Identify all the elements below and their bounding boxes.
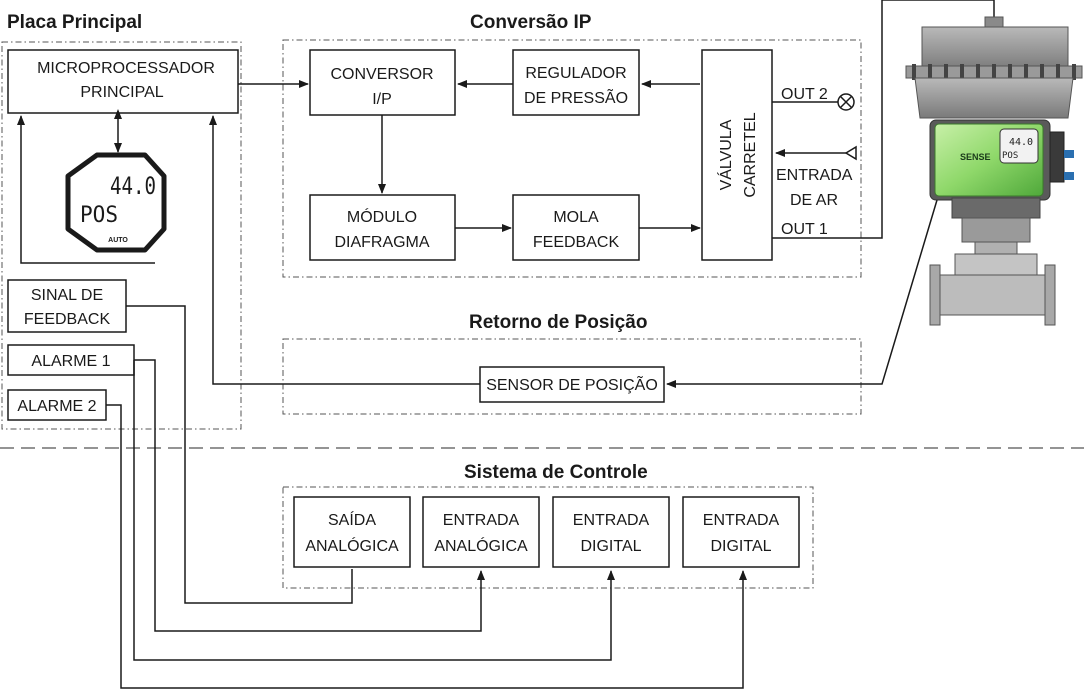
feedback-signal-block [7, 279, 127, 333]
diaphragm-module-block [309, 194, 456, 261]
diaphragm-module-label-line1: MÓDULO [347, 207, 417, 226]
wire-alarm1-to-analog-input [134, 359, 485, 632]
section-title-ip-conversion: Conversão IP [470, 12, 592, 33]
digital-input-2-block [682, 496, 800, 568]
section-title-main-board: Placa Principal [7, 12, 142, 33]
section-title-position-return: Retorno de Posição [469, 312, 647, 333]
out2-exhaust-cross-b [839, 95, 853, 109]
position-sensor-label: SENSOR DE POSIÇÃO [486, 374, 658, 394]
ip-converter-block [309, 49, 456, 116]
control-system-frame [282, 486, 814, 589]
ip-converter-label-line1: CONVERSOR [330, 66, 433, 83]
analog-input-block [422, 496, 540, 568]
feedback-spring-label-line2: FEEDBACK [533, 234, 620, 251]
analog-output-block [293, 496, 411, 568]
ip-conversion-frame [282, 39, 862, 278]
air-inlet-label-line2: DE AR [790, 192, 838, 209]
microprocessor-label-line2: PRINCIPAL [80, 84, 163, 101]
digital-input-1-block [552, 496, 670, 568]
arrow-return-to-micro-left [17, 115, 155, 264]
alarm-2-label: ALARME 2 [17, 398, 96, 415]
port-out2-label: OUT 2 [781, 86, 828, 103]
analog-output-label-line1: SAÍDA [328, 510, 376, 529]
position-return-frame [282, 338, 862, 415]
valve-positioner-device: 44.0 POS SENSE [905, 16, 1083, 326]
pressure-regulator-label-line2: DE PRESSÃO [524, 87, 628, 107]
spool-valve-label-line1: VÁLVULA [716, 119, 735, 190]
alarm-1-block [7, 344, 135, 376]
wire-feedback-to-analog-output [126, 305, 353, 604]
feedback-spring-block [512, 194, 640, 261]
air-inlet-label-line1: ENTRADA [776, 167, 853, 184]
microprocessor-block [7, 49, 239, 114]
analog-output-label-line2: ANALÓGICA [305, 536, 399, 555]
pressure-regulator-label-line1: REGULADOR [525, 65, 626, 82]
port-out1-label: OUT 1 [781, 221, 828, 238]
air-inlet-symbol [844, 145, 857, 161]
feedback-signal-label-line2: FEEDBACK [24, 311, 111, 328]
section-title-control-system: Sistema de Controle [464, 462, 648, 483]
arrow-sensor-to-micro [209, 115, 480, 385]
display-value: 44.0 [110, 172, 156, 200]
device-display-mode: POS [1002, 151, 1018, 161]
digital-input-2-label-line1: ENTRADA [703, 512, 780, 529]
device-display-value: 44.0 [1009, 137, 1033, 148]
microprocessor-label-line1: MICROPROCESSADOR [37, 60, 215, 77]
arrow-device-to-sensor [666, 189, 941, 388]
device-brand: SENSE [960, 152, 991, 162]
spool-valve-block [701, 49, 773, 261]
pressure-regulator-block [512, 49, 640, 116]
display-mode: POS [80, 203, 118, 228]
display-status: AUTO [108, 237, 128, 244]
alarm-1-label: ALARME 1 [31, 353, 110, 370]
ip-converter-label-line2: I/P [372, 91, 392, 108]
spool-valve-label-line2: CARRETEL [742, 112, 759, 197]
feedback-signal-label-line1: SINAL DE [31, 287, 103, 304]
digital-input-1-label-line1: ENTRADA [573, 512, 650, 529]
digital-input-1-label-line2: DIGITAL [580, 538, 641, 555]
out1-line [772, 0, 995, 239]
wire-alarm2-to-digital-input-2 [106, 404, 747, 689]
digital-input-2-label-line2: DIGITAL [710, 538, 771, 555]
analog-input-label-line1: ENTRADA [443, 512, 520, 529]
wire-alarm1b-to-digital-input-1 [133, 360, 615, 661]
analog-input-label-line2: ANALÓGICA [434, 536, 528, 555]
diaphragm-module-label-line2: DIAFRAGMA [334, 234, 429, 251]
local-display-octagon [65, 152, 167, 253]
feedback-spring-label-line1: MOLA [553, 209, 599, 226]
